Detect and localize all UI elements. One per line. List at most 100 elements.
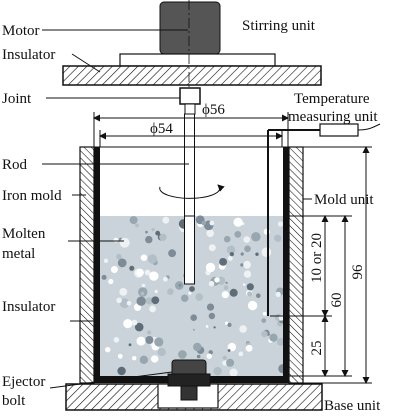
metal-particle xyxy=(206,229,214,238)
metal-particle xyxy=(227,349,231,352)
metal-particle xyxy=(189,286,195,292)
metal-particle xyxy=(144,269,151,276)
label-ejector-line2: bolt xyxy=(2,393,26,409)
metal-particle xyxy=(119,237,130,248)
metal-particle xyxy=(274,234,282,242)
metal-particle xyxy=(113,337,120,343)
metal-particle xyxy=(227,342,237,352)
metal-particle xyxy=(190,314,197,322)
metal-particle xyxy=(251,232,261,242)
metal-particle xyxy=(149,271,159,281)
dim10or20-label: 10 or 20 xyxy=(309,233,325,283)
label-insulator-top: Insulator xyxy=(2,47,55,63)
ejector-bolt-nut xyxy=(167,373,211,387)
metal-particle xyxy=(213,366,222,376)
metal-particle xyxy=(276,338,285,346)
metal-particle xyxy=(196,354,201,359)
metal-particle xyxy=(195,293,203,301)
metal-particle xyxy=(222,355,227,360)
metal-particle xyxy=(140,291,145,296)
metal-particle xyxy=(113,237,119,243)
metal-particle xyxy=(229,252,234,257)
metal-particle xyxy=(119,298,130,309)
label-motor: Motor xyxy=(2,23,40,39)
metal-particle xyxy=(168,249,177,258)
metal-particle xyxy=(229,288,238,297)
metal-particle xyxy=(205,262,216,273)
label-insulator-side: Insulator xyxy=(2,299,55,315)
label-molten-line1: Molten xyxy=(2,226,46,242)
metal-particle xyxy=(117,353,123,359)
metal-particle xyxy=(145,230,148,234)
metal-particle xyxy=(206,353,212,359)
metal-particle xyxy=(219,258,228,266)
metal-particle xyxy=(248,247,251,250)
label-stirring-unit: Stirring unit xyxy=(242,18,316,34)
metal-particle xyxy=(136,296,146,306)
metal-particle xyxy=(151,228,155,232)
metal-particle xyxy=(222,360,228,366)
metal-particle xyxy=(262,311,267,316)
metal-particle xyxy=(126,300,132,306)
dim96-label: 96 xyxy=(350,264,366,280)
metal-particle xyxy=(227,255,233,261)
metal-particle xyxy=(140,254,148,261)
metal-particle xyxy=(214,277,220,283)
metal-particle xyxy=(223,285,229,290)
rotation-arrow xyxy=(159,184,225,199)
metal-particle xyxy=(245,344,253,352)
metal-particle xyxy=(145,336,154,344)
insulator-left-lining xyxy=(94,147,100,383)
leader-insulator-top xyxy=(71,53,101,73)
metal-particle xyxy=(261,330,268,338)
metal-particle xyxy=(209,220,215,226)
metal-particle xyxy=(246,283,254,291)
metal-particle xyxy=(238,351,244,357)
metal-particle xyxy=(136,268,144,277)
metal-particle xyxy=(119,288,128,296)
metal-particle xyxy=(226,245,236,255)
metal-particle xyxy=(155,230,161,236)
metal-particle xyxy=(206,303,215,311)
metal-particle xyxy=(227,322,232,327)
metal-particle xyxy=(225,281,228,284)
metal-particle xyxy=(234,231,242,238)
metal-particle xyxy=(208,244,216,252)
label-iron-mold: Iron mold xyxy=(2,188,62,204)
ejector-bolt-shank xyxy=(180,385,198,401)
metal-particle xyxy=(117,366,126,376)
metal-particle xyxy=(201,220,206,226)
dim25-label: 25 xyxy=(309,341,325,356)
metal-particle xyxy=(139,355,149,364)
leader-ejector-bolt xyxy=(49,371,173,389)
metal-particle xyxy=(176,284,179,287)
metal-particle xyxy=(103,258,109,263)
metal-particle xyxy=(247,291,253,297)
metal-particle xyxy=(243,283,246,286)
metal-particle xyxy=(269,333,278,342)
metal-particle xyxy=(208,312,216,320)
metal-particle xyxy=(208,350,213,355)
metal-particle xyxy=(229,368,238,377)
metal-particle xyxy=(132,356,137,361)
metal-particle xyxy=(277,221,284,227)
label-temperature-line2: measuring unit xyxy=(288,109,378,125)
metal-particle xyxy=(157,347,166,357)
metal-particle xyxy=(129,216,138,225)
metal-particle xyxy=(205,325,209,328)
metal-particle xyxy=(105,347,111,353)
label-base-unit: Base unit xyxy=(324,398,381,414)
metal-particle xyxy=(255,293,261,299)
label-mold-unit: Mold unit xyxy=(314,192,374,208)
metal-particle xyxy=(243,260,252,269)
metal-particle xyxy=(116,297,122,304)
metal-particle xyxy=(213,326,216,329)
metal-particle xyxy=(151,355,159,363)
metal-particle xyxy=(116,253,122,260)
metal-particle xyxy=(226,358,235,367)
metal-particle xyxy=(101,274,107,280)
metal-particle xyxy=(181,294,189,302)
metal-particle xyxy=(129,265,135,271)
metal-particle xyxy=(261,247,272,257)
